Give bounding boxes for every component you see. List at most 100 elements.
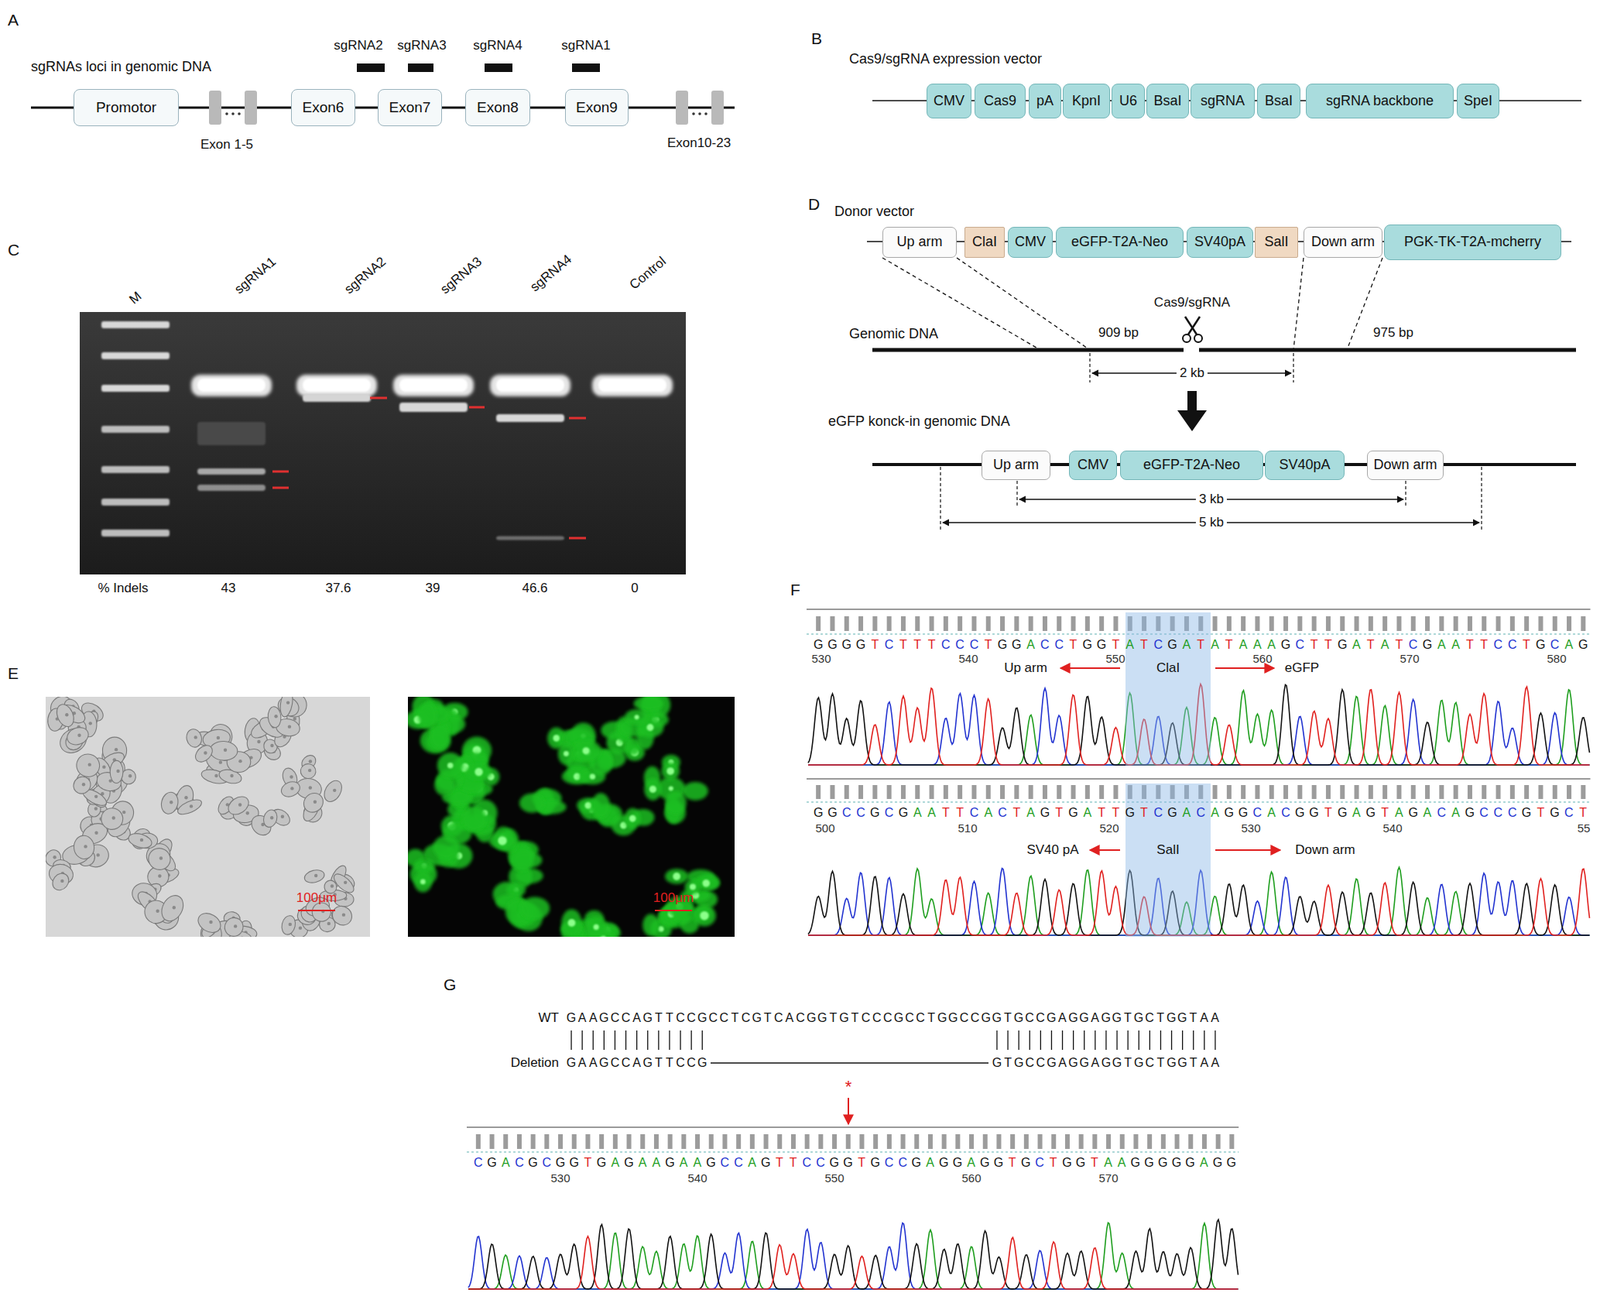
base-letter: G	[1164, 637, 1179, 652]
quality-bar	[1099, 784, 1104, 799]
gfp-cell	[437, 752, 464, 778]
base-letter: C	[969, 1010, 980, 1025]
base-letter: T	[1154, 1055, 1166, 1070]
base-letter: T	[1046, 1155, 1061, 1170]
panel-title: Donor vector	[834, 203, 915, 220]
quality-bar	[764, 1134, 769, 1149]
dimension-tick	[1292, 352, 1294, 383]
ellipsis-dot	[225, 112, 229, 116]
aligned-sequence: GAAGCCAGTTCCG	[565, 1055, 708, 1070]
cell-nucleus	[140, 838, 144, 842]
base-letter: G	[950, 1155, 965, 1170]
cell-nucleus	[112, 815, 116, 819]
quality-bar	[1312, 616, 1317, 631]
base-letter: A	[1209, 1010, 1221, 1025]
base-letter: T	[729, 1010, 741, 1025]
quality-bar	[1212, 784, 1218, 799]
cleavage-band	[302, 394, 371, 402]
cell-nucleus	[270, 743, 274, 747]
vector-element: SpeI	[1456, 83, 1500, 119]
base-letter: G	[1078, 1010, 1090, 1025]
indel-value: 46.6	[521, 580, 548, 597]
cell	[267, 705, 282, 728]
base-letter: G	[1155, 1155, 1170, 1170]
quality-bar	[1382, 784, 1388, 799]
panel-title: sgRNAs loci in genomic DNA	[30, 58, 212, 76]
base-letter: C	[952, 637, 967, 652]
dimension-tick	[1480, 466, 1482, 531]
cell	[157, 891, 188, 926]
base-letter: C	[1562, 805, 1577, 820]
quality-bar	[1038, 1134, 1043, 1149]
quality-bar	[1065, 1134, 1070, 1149]
base-letter: C	[685, 1055, 697, 1070]
site-highlight: ClaI	[1125, 612, 1211, 766]
quality-bar	[1438, 784, 1444, 799]
quality-bar	[654, 1134, 659, 1149]
quality-bar	[1229, 1134, 1234, 1149]
quality-bar	[1411, 784, 1416, 799]
cell-nucleus	[89, 721, 93, 725]
quality-bar	[722, 1134, 727, 1149]
base-letter: G	[1019, 1155, 1034, 1170]
cell-nucleus	[327, 921, 331, 926]
cell-nucleus	[238, 759, 242, 763]
base-letter: C	[1490, 637, 1505, 652]
position-number: 530	[550, 1171, 570, 1185]
cell	[126, 830, 154, 850]
dimension-label: 975 bp	[1373, 325, 1414, 341]
quality-bar	[1552, 616, 1558, 631]
base-letter: G	[991, 1155, 1006, 1170]
quality-bar	[1382, 616, 1388, 631]
cell-nucleus	[88, 762, 92, 766]
position-number: 540	[1382, 821, 1402, 835]
quality-bar	[1325, 784, 1331, 799]
base-letter: T	[1576, 805, 1590, 820]
dimension-label: 5 kb	[1195, 514, 1227, 531]
quality-bar	[517, 1134, 522, 1149]
lane-label: sgRNA2	[341, 253, 389, 298]
base-letter: G	[1335, 805, 1350, 820]
quality-bar	[887, 616, 892, 631]
base-letter: G	[1045, 1055, 1057, 1070]
vector-element: eGFP-T2A-Neo	[1055, 226, 1184, 258]
base-letter: A	[1114, 1155, 1129, 1170]
quality-bar	[640, 1134, 645, 1149]
vector-element: pA	[1028, 83, 1062, 119]
base-letter: G	[1164, 805, 1179, 820]
base-letter: G	[853, 637, 868, 652]
base-letter: C	[995, 805, 1010, 820]
quality-bar	[805, 1134, 810, 1149]
base-letter: A	[1420, 805, 1435, 820]
ladder-band	[101, 321, 170, 329]
quality-bar	[983, 1134, 988, 1149]
quality-bar	[1161, 1134, 1166, 1149]
sgrna-bar	[484, 63, 513, 72]
node-label: SpeI	[1463, 93, 1493, 110]
quality-bar	[777, 1134, 782, 1149]
quality-bar	[1538, 616, 1543, 631]
quality-bar	[1071, 616, 1076, 631]
quality-bar	[955, 1134, 960, 1149]
node-label: Down arm	[1373, 457, 1437, 473]
main-band	[393, 374, 474, 397]
panel-letter: G	[443, 975, 456, 994]
panel-letter: E	[7, 664, 19, 683]
quality-bar	[1212, 616, 1218, 631]
vector-element: SV40pA	[1264, 450, 1345, 480]
quality-bar	[1580, 784, 1586, 799]
cell-nucleus	[128, 774, 132, 778]
quality-bar	[531, 1134, 536, 1149]
cell-nucleus	[95, 853, 100, 857]
brightfield-cells	[45, 696, 358, 937]
cell-nucleus	[308, 785, 312, 789]
gfp-bright-spot	[629, 815, 637, 823]
homology-dashed-line	[1293, 257, 1304, 350]
base-letter: T	[867, 637, 882, 652]
cell-nucleus	[290, 786, 294, 790]
gfp-cell	[644, 777, 662, 801]
quality-bar	[969, 1134, 974, 1149]
base-letter: G	[642, 1055, 654, 1070]
dimension-label: 2 kb	[1176, 365, 1208, 381]
quality-bar	[815, 616, 821, 631]
